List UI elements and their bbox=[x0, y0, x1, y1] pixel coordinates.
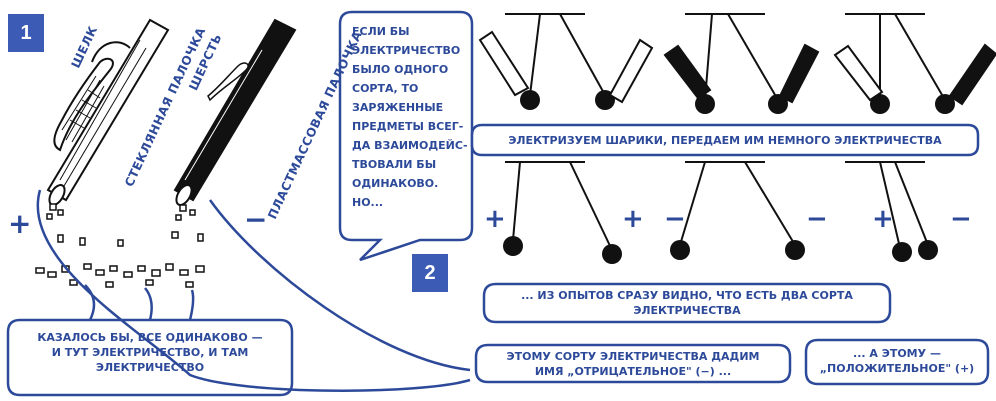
plus-sign: + bbox=[8, 207, 32, 240]
charge-sign-minus: − bbox=[806, 204, 828, 234]
middle-caption: ... ИЗ ОПЫТОВ СРАЗУ ВИДНО, ЧТО ЕСТЬ ДВА … bbox=[488, 288, 886, 318]
top-caption-shape bbox=[470, 123, 980, 157]
panel-2-badge: 2 bbox=[412, 254, 448, 292]
charge-sign-plus: + bbox=[622, 204, 644, 234]
caption-bubble-shape bbox=[6, 284, 294, 397]
caption-line: КАЗАЛОСЬ БЫ, ВСЕ ОДИНАКОВО — bbox=[37, 331, 263, 344]
charge-sign-minus: − bbox=[950, 204, 972, 234]
charge-sign-plus: + bbox=[872, 204, 894, 234]
negative-caption-shape bbox=[474, 343, 792, 384]
panel-1-badge: 1 bbox=[8, 14, 44, 52]
charge-sign-minus: − bbox=[664, 204, 686, 234]
glass-rod-drawing bbox=[46, 18, 170, 206]
charge-sign-plus: + bbox=[484, 204, 506, 234]
caption-line: ... ИЗ ОПЫТОВ СРАЗУ ВИДНО, ЧТО ЕСТЬ ДВА … bbox=[521, 289, 853, 302]
bubble-line: ДА ВЗАИМОДЕЙС- bbox=[352, 139, 468, 152]
pointer-line-positive bbox=[36, 189, 471, 392]
caption-line: ЭЛЕКТРИЧЕСТВА bbox=[633, 304, 741, 317]
paper-bits-drawing bbox=[35, 203, 205, 288]
negative-caption: ЭТОМУ СОРТУ ЭЛЕКТРИЧЕСТВА ДАДИМ ИМЯ „ОТР… bbox=[478, 349, 788, 379]
panel-1-caption: КАЗАЛОСЬ БЫ, ВСЕ ОДИНАКОВО — И ТУТ ЭЛЕКТ… bbox=[14, 330, 286, 375]
bubble-line: ЕСЛИ БЫ bbox=[352, 25, 410, 38]
pointer-line-negative bbox=[208, 199, 471, 372]
bubble-line: ЭЛЕКТРИЧЕСТВО bbox=[352, 44, 461, 57]
plastic-rod-drawing bbox=[173, 18, 297, 206]
suspension-rigging-drawing bbox=[505, 13, 946, 251]
bubble-line: ЗАРЯЖЕННЫЕ bbox=[352, 101, 444, 114]
caption-line: ЭЛЕКТРИЧЕСТВО bbox=[95, 361, 205, 374]
middle-caption-shape bbox=[482, 282, 892, 324]
top-caption: ЭЛЕКТРИЗУЕМ ШАРИКИ, ПЕРЕДАЕМ ИМ НЕМНОГО … bbox=[508, 134, 942, 147]
touching-rods-drawing bbox=[478, 30, 996, 106]
caption-line: „ПОЛОЖИТЕЛЬНОЕ" (+) bbox=[819, 362, 975, 375]
bubble-line: НО... bbox=[352, 196, 384, 209]
caption-line: ИМЯ „ОТРИЦАТЕЛЬНОЕ" (−) ... bbox=[534, 365, 732, 378]
minus-sign: − bbox=[244, 203, 268, 236]
caption-line: ЭТОМУ СОРТУ ЭЛЕКТРИЧЕСТВА ДАДИМ bbox=[506, 350, 760, 363]
bubble-line: ОДИНАКОВО. bbox=[352, 177, 439, 190]
caption-line: И ТУТ ЭЛЕКТРИЧЕСТВО, И ТАМ bbox=[51, 346, 249, 359]
bubble-line: БЫЛО ОДНОГО bbox=[352, 63, 449, 76]
silk-cloth-drawing bbox=[53, 41, 131, 152]
caption-line: ... А ЭТОМУ — bbox=[853, 347, 941, 360]
bubble-line: ПРЕДМЕТЫ ВСЕГ- bbox=[352, 120, 464, 133]
speech-bubble-text: ЕСЛИ БЫ ЭЛЕКТРИЧЕСТВО БЫЛО ОДНОГО СОРТА,… bbox=[352, 22, 468, 212]
charged-balls-drawing bbox=[503, 90, 955, 264]
bubble-line: ТВОВАЛИ БЫ bbox=[352, 158, 437, 171]
speech-bubble-shape bbox=[338, 10, 474, 262]
bubble-line: СОРТА, ТО bbox=[352, 82, 419, 95]
positive-caption: ... А ЭТОМУ — „ПОЛОЖИТЕЛЬНОЕ" (+) bbox=[808, 346, 986, 376]
positive-caption-shape bbox=[804, 338, 990, 386]
